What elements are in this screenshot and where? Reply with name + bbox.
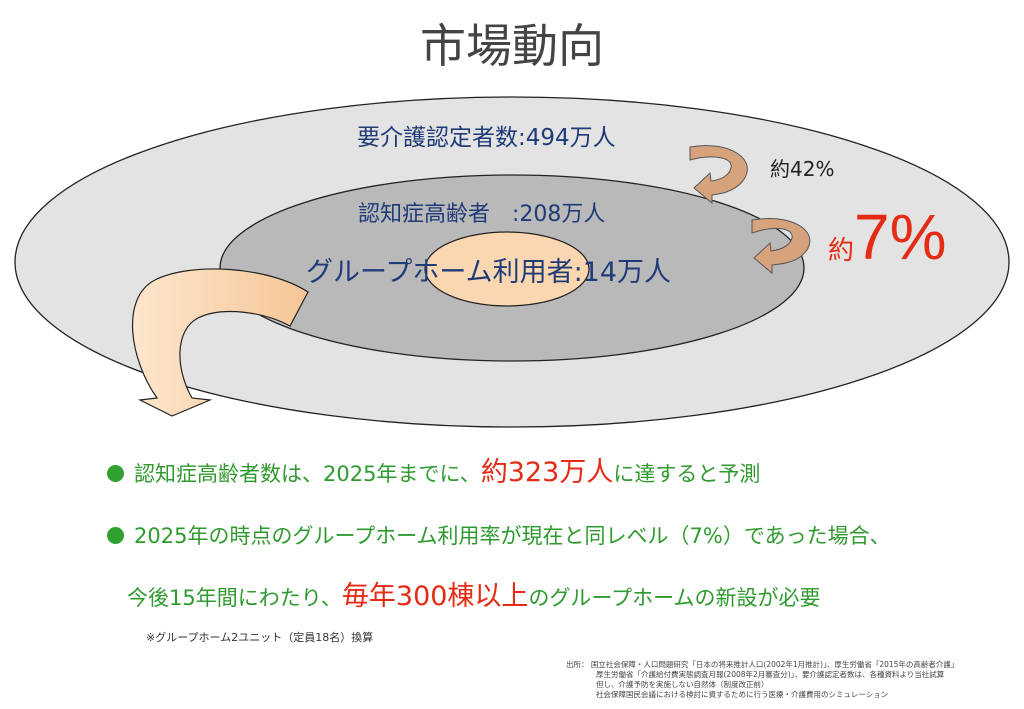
source-line-4: 社会保障国民会議における検討に資するために行う医療・介護費用のシミュレーション (596, 690, 889, 699)
source-citation: 出所： 国立社会保障・人口問題研究「日本の将来推計人口(2002年1月推計)」、… (566, 660, 958, 700)
bullet-2-text: 2025年の時点のグループホーム利用率が現在と同レベル（7%）であった場合、 (134, 524, 891, 548)
bullet-dot-icon (107, 527, 124, 544)
ratio-42-label: 約42% (770, 153, 834, 182)
source-line-2: 厚生労働省「介護給付費実態調査月報(2008年2月審査分)」、要介護認定者数は、… (596, 670, 945, 679)
outer-ellipse-label: 要介護認定者数:494万人 (357, 125, 616, 151)
ratio-7-prefix: 約 (828, 236, 855, 266)
bullet-1: 認知症高齢者数は、2025年までに、約323万人に達すると予測 (107, 450, 760, 489)
ratio-7-label: 約7% (828, 200, 947, 274)
bullet-1-after: に達すると予測 (613, 462, 761, 486)
bullet-3-highlight: 毎年300棟以上 (341, 581, 529, 612)
source-line-3: 但し、介護予防を実施しない自然体（制度改正前） (596, 680, 769, 689)
source-prefix: 出所： (566, 660, 589, 669)
curved-arrow-42-icon (689, 145, 748, 205)
bullet-2-continuation: 今後15年間にわたり、毎年300棟以上のグループホームの新設が必要 (127, 574, 821, 613)
bullet-3-before: 今後15年間にわたり、 (127, 586, 342, 610)
middle-ellipse-label: 認知症高齢者 :208万人 (358, 202, 606, 227)
inner-ellipse (424, 231, 590, 307)
large-down-arrow-icon (131, 268, 309, 417)
curved-arrow-7-icon (751, 218, 811, 275)
bullet-2: 2025年の時点のグループホーム利用率が現在と同レベル（7%）であった場合、 (107, 520, 891, 550)
bullet-1-highlight: 約323万人 (480, 457, 614, 488)
inner-ellipse-label: グループホーム利用者:14万人 (306, 257, 672, 288)
ratio-42-prefix: 約 (770, 157, 790, 181)
ratio-7-value: 7% (854, 201, 947, 273)
source-line-1: 国立社会保障・人口問題研究「日本の将来推計人口(2002年1月推計)」、厚生労働… (590, 660, 959, 669)
bullet-dot-icon (107, 465, 124, 482)
ratio-42-value: 42% (790, 157, 835, 181)
bullet-1-before: 認知症高齢者数は、2025年までに、 (134, 462, 481, 486)
bullet-3-after: のグループホームの新設が必要 (528, 586, 821, 610)
page-title: 市場動向 (420, 19, 604, 73)
footnote: ※グループホーム2ユニット（定員18名）換算 (146, 631, 374, 644)
